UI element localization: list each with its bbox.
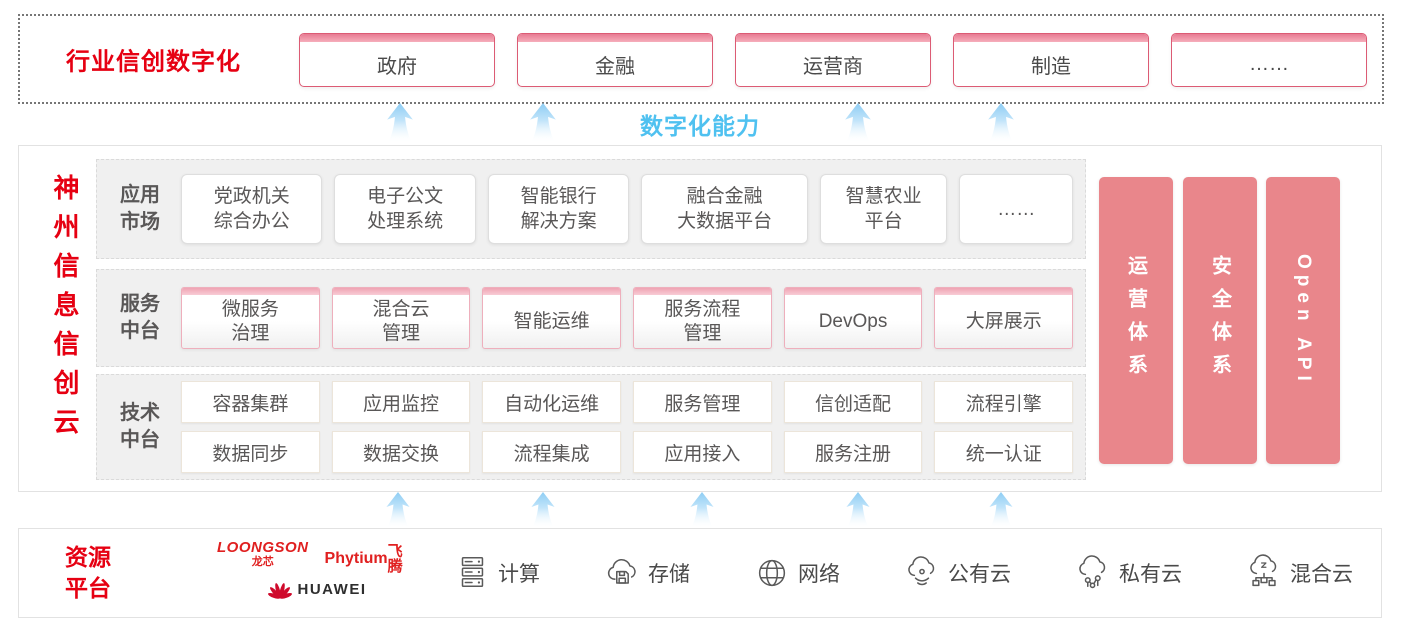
tech-card: 服务注册: [783, 431, 923, 473]
phytium-wordmark: Phytium: [324, 550, 388, 567]
server-icon: [461, 557, 484, 588]
private-cloud-icon: [1079, 555, 1106, 589]
resource-item-compute: 计算: [453, 554, 540, 592]
tech-card: 应用监控: [331, 381, 471, 423]
huawei-logo: HUAWEI: [267, 579, 367, 599]
app-card-more: ……: [959, 174, 1073, 244]
platform-title: 神州信息信创云: [50, 174, 80, 447]
up-arrow-icon: [984, 103, 1018, 143]
resource-item-network: 网络: [753, 554, 840, 592]
service-card: 智能运维: [482, 287, 622, 349]
resource-items: 计算 存储 网络: [453, 529, 1353, 617]
pillar-operations-system: 运营体系: [1099, 177, 1173, 464]
industry-banner: 行业信创数字化 政府 金融 运营商 制造 ……: [18, 14, 1384, 104]
service-items: 微服务 治理 混合云 管理 智能运维 服务流程 管理 DevOps 大屏展示: [181, 287, 1074, 349]
industry-list: 政府 金融 运营商 制造 ……: [299, 33, 1367, 87]
industry-banner-title: 行业信创数字化: [66, 48, 241, 76]
resource-panel-title: 资源 平台: [65, 544, 111, 601]
industry-card-finance: 金融: [517, 33, 713, 87]
app-card: 党政机关 综合办公: [181, 174, 323, 244]
industry-card-more: ……: [1171, 33, 1367, 87]
app-market-items: 党政机关 综合办公 电子公文 处理系统 智能银行 解决方案 融合金融 大数据平台…: [181, 174, 1073, 244]
up-arrow-icon: [528, 492, 558, 528]
tech-card: 数据同步: [181, 431, 320, 473]
service-card: 大屏展示: [934, 287, 1074, 349]
row-label-app-market: 应用 市场: [120, 184, 160, 233]
row-label-tech-platform: 技术 中台: [120, 402, 160, 451]
up-arrow-icon: [526, 103, 560, 143]
service-platform-row: 服务 中台 微服务 治理 混合云 管理 智能运维 服务流程 管理 DevOps …: [96, 269, 1086, 367]
tech-card: 信创适配: [783, 381, 923, 423]
storage-cloud-icon: [607, 558, 636, 584]
up-arrow-icon: [841, 103, 875, 143]
up-arrow-icon: [986, 492, 1016, 528]
up-arrow-icon: [383, 103, 417, 143]
tech-card: 应用接入: [633, 431, 772, 473]
service-card: DevOps: [783, 287, 923, 349]
huawei-flower-icon: [267, 583, 292, 599]
resource-item-label: 网络: [798, 563, 840, 586]
loongson-cn-label: 龙芯: [251, 556, 274, 568]
up-arrow-icon: [383, 492, 413, 528]
pillar-security-system: 安全体系: [1183, 177, 1257, 464]
resource-item-label: 私有云: [1119, 563, 1182, 586]
huawei-wordmark: HUAWEI: [297, 580, 367, 598]
resource-item-storage: 存储: [603, 554, 690, 592]
resource-item-label: 公有云: [948, 563, 1011, 586]
tech-card: 流程引擎: [934, 381, 1074, 423]
industry-card-operator: 运营商: [735, 33, 931, 87]
tech-card: 自动化运维: [482, 381, 622, 423]
app-market-row: 应用 市场 党政机关 综合办公 电子公文 处理系统 智能银行 解决方案 融合金融…: [96, 159, 1086, 259]
tech-items: 容器集群 应用监控 自动化运维 服务管理 信创适配 流程引擎 数据同步 数据交换…: [181, 381, 1074, 473]
network-globe-icon: [758, 559, 786, 587]
tech-card: 数据交换: [331, 431, 471, 473]
resource-item-private-cloud: 私有云: [1074, 554, 1182, 592]
service-card: 混合云 管理: [331, 287, 471, 349]
hybrid-cloud-icon: [1250, 554, 1277, 587]
tech-card: 流程集成: [482, 431, 622, 473]
public-cloud-icon: [908, 556, 935, 586]
resource-item-public-cloud: 公有云: [903, 554, 1011, 592]
resource-item-label: 计算: [498, 563, 540, 586]
tech-card: 容器集群: [181, 381, 320, 423]
app-card: 融合金融 大数据平台: [641, 174, 808, 244]
pillar-open-api: Open API: [1266, 177, 1340, 464]
loongson-wordmark: LOONGSON: [217, 539, 309, 556]
app-card: 智能银行 解决方案: [487, 174, 630, 244]
platform-panel: 神州信息信创云 应用 市场 党政机关 综合办公 电子公文 处理系统 智能银行 解…: [18, 145, 1382, 492]
tech-platform-row: 技术 中台 容器集群 应用监控 自动化运维 服务管理 信创适配 流程引擎 数据同…: [96, 374, 1086, 480]
up-arrow-icon: [843, 492, 873, 528]
up-arrow-icon: [687, 492, 717, 528]
row-label-service-platform: 服务 中台: [120, 293, 160, 342]
resource-item-label: 混合云: [1290, 563, 1353, 586]
phytium-cn-label: 飞腾: [387, 543, 403, 575]
app-card: 智慧农业 平台: [819, 174, 948, 244]
tech-card: 统一认证: [934, 431, 1074, 473]
service-card: 微服务 治理: [181, 287, 320, 349]
app-card: 电子公文 处理系统: [334, 174, 476, 244]
resource-item-label: 存储: [648, 563, 690, 586]
tech-card: 服务管理: [633, 381, 772, 423]
service-card: 服务流程 管理: [633, 287, 772, 349]
capability-label: 数字化能力: [640, 113, 760, 139]
resource-item-hybrid-cloud: 混合云: [1245, 554, 1353, 592]
industry-card-government: 政府: [299, 33, 495, 87]
loongson-logo: LOONGSON 龙芯: [217, 540, 309, 568]
industry-card-manufacturing: 制造: [953, 33, 1149, 87]
